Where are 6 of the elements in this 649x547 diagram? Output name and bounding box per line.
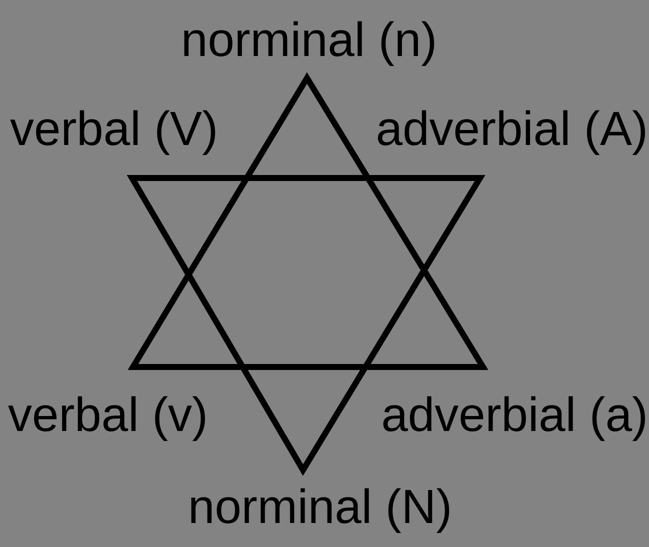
- point-label: adverbial (A): [376, 106, 648, 154]
- point-label: adverbial (a): [381, 392, 648, 440]
- point-label: norminal (N): [188, 484, 452, 532]
- point-label: verbal (V): [10, 106, 218, 154]
- point-label: norminal (n): [181, 17, 438, 65]
- point-label: verbal (v): [8, 392, 208, 440]
